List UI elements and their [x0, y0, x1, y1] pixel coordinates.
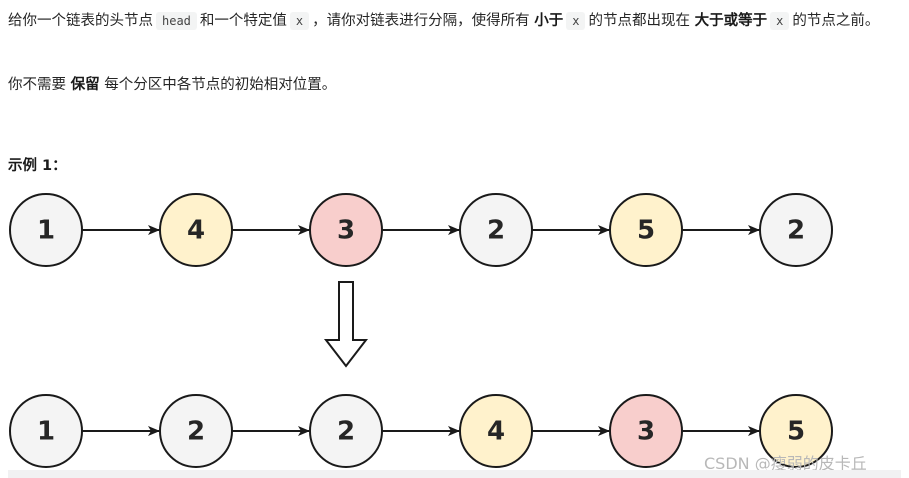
list-node-circle	[459, 193, 533, 267]
list-node-value: 2	[787, 216, 805, 246]
list-node-value: 2	[487, 216, 505, 246]
preserve-bold: 保留	[70, 77, 100, 93]
list-node-value: 4	[187, 216, 205, 246]
list-node-circle	[459, 394, 533, 468]
example-title: 示例 1：	[8, 158, 67, 174]
greater-equal-bold: 大于或等于	[694, 13, 768, 29]
input-list-row: 1 4 3 2 5 2	[9, 193, 833, 267]
note-text: 每个分区中各节点的初始相对位置。	[104, 77, 337, 93]
list-node-circle	[609, 193, 683, 267]
down-arrow-icon	[323, 281, 369, 368]
list-node-circle	[9, 193, 83, 267]
list-node-value: 1	[37, 417, 55, 447]
list-node-value: 2	[187, 417, 205, 447]
bottom-scrollbar-track	[8, 470, 901, 478]
output-list-row: 1 2 2 4 3 5	[9, 394, 833, 468]
list-node-circle	[159, 193, 233, 267]
desc-text: ，请你对链表进行分隔，使得所有	[312, 13, 530, 29]
list-node-circle	[609, 394, 683, 468]
list-node-value: 5	[787, 417, 805, 447]
desc-text: 给你一个链表的头节点	[8, 13, 153, 29]
list-node-value: 3	[337, 216, 355, 246]
list-node-circle	[309, 193, 383, 267]
list-node-circle	[159, 394, 233, 468]
x-code: x	[289, 12, 310, 30]
list-node-circle	[9, 394, 83, 468]
head-code: head	[156, 12, 197, 30]
list-node-value: 1	[37, 216, 55, 246]
note-text: 你不需要	[8, 77, 66, 93]
list-node-value: 2	[337, 417, 355, 447]
list-node-value: 3	[637, 417, 655, 447]
desc-text: 和一个特定值	[199, 13, 287, 29]
desc-text: 的节点之前。	[792, 13, 880, 29]
desc-text: 的节点都出现在	[588, 13, 690, 29]
list-node-circle	[759, 394, 833, 468]
less-than-bold: 小于	[534, 13, 564, 29]
list-node-value: 4	[487, 417, 505, 447]
list-node-value: 5	[637, 216, 655, 246]
list-node-circle	[759, 193, 833, 267]
note-paragraph: 你不需要 保留 每个分区中各节点的初始相对位置。	[8, 74, 336, 96]
x-code: x	[566, 12, 586, 30]
watermark: CSDN @瘦弱的皮卡丘	[704, 454, 867, 473]
list-node-circle	[309, 394, 383, 468]
x-code: x	[770, 12, 790, 30]
